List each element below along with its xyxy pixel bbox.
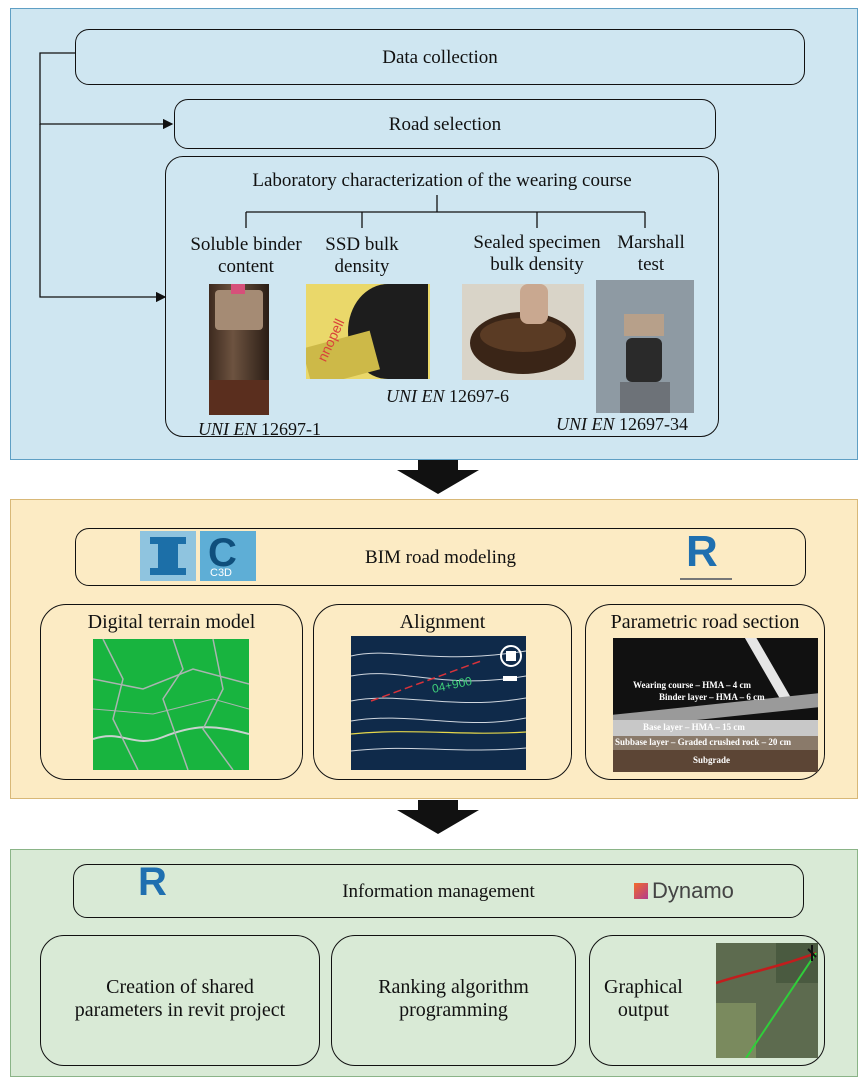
civil3d-icon: C C3D — [200, 531, 256, 581]
parametric-road-section-box: Parametric road section — [585, 604, 825, 780]
soluble-binder-photo — [209, 284, 269, 415]
standard-12697-34: UNI EN 12697-34 — [556, 414, 688, 434]
graphical-output-map — [716, 943, 818, 1058]
connector-to-road-selection — [39, 52, 174, 130]
lab-title: Laboratory characterization of the weari… — [252, 170, 632, 191]
road-selection-label: Road selection — [388, 114, 502, 135]
sealed-specimen-photo — [462, 284, 584, 380]
information-management-label: Information management — [342, 881, 535, 902]
data-collection-box: Data collection — [75, 29, 805, 85]
ssd-bulk-density-photo: nnopell — [306, 284, 430, 379]
alignment-label: Alignment — [399, 611, 486, 633]
dynamo-logo: Dynamo — [634, 878, 734, 904]
connector-to-lab — [39, 124, 167, 303]
road-section-image: Wearing course – HMA – 4 cm Binder layer… — [613, 638, 818, 772]
bim-road-modeling-box: BIM road modeling — [75, 528, 806, 586]
information-management-box: Information management — [73, 864, 804, 918]
standard-12697-1: UNI EN 12697-1 — [198, 419, 321, 439]
dynamo-icon — [634, 883, 648, 899]
stage-arrow-1 — [397, 460, 479, 494]
road-selection-box: Road selection — [174, 99, 716, 149]
data-collection-label: Data collection — [382, 47, 498, 68]
stage-arrow-2 — [397, 800, 479, 834]
infraworks-icon — [140, 531, 196, 581]
terrain-map — [93, 639, 249, 770]
digital-terrain-model-label: Digital terrain model — [87, 611, 256, 633]
data-collection-stage-panel — [10, 8, 858, 460]
alignment-view: 04+900 — [351, 636, 526, 770]
revit-icon: R — [680, 530, 732, 580]
marshall-test-photo — [596, 280, 694, 413]
digital-terrain-model-box: Digital terrain model — [40, 604, 303, 780]
parametric-road-section-label: Parametric road section — [610, 611, 800, 633]
alignment-box: Alignment — [313, 604, 572, 780]
bim-road-modeling-label: BIM road modeling — [365, 547, 516, 568]
revit-icon-2: R — [138, 860, 167, 904]
standard-12697-6: UNI EN 12697-6 — [386, 386, 509, 406]
lab-characterization-box — [165, 156, 719, 437]
